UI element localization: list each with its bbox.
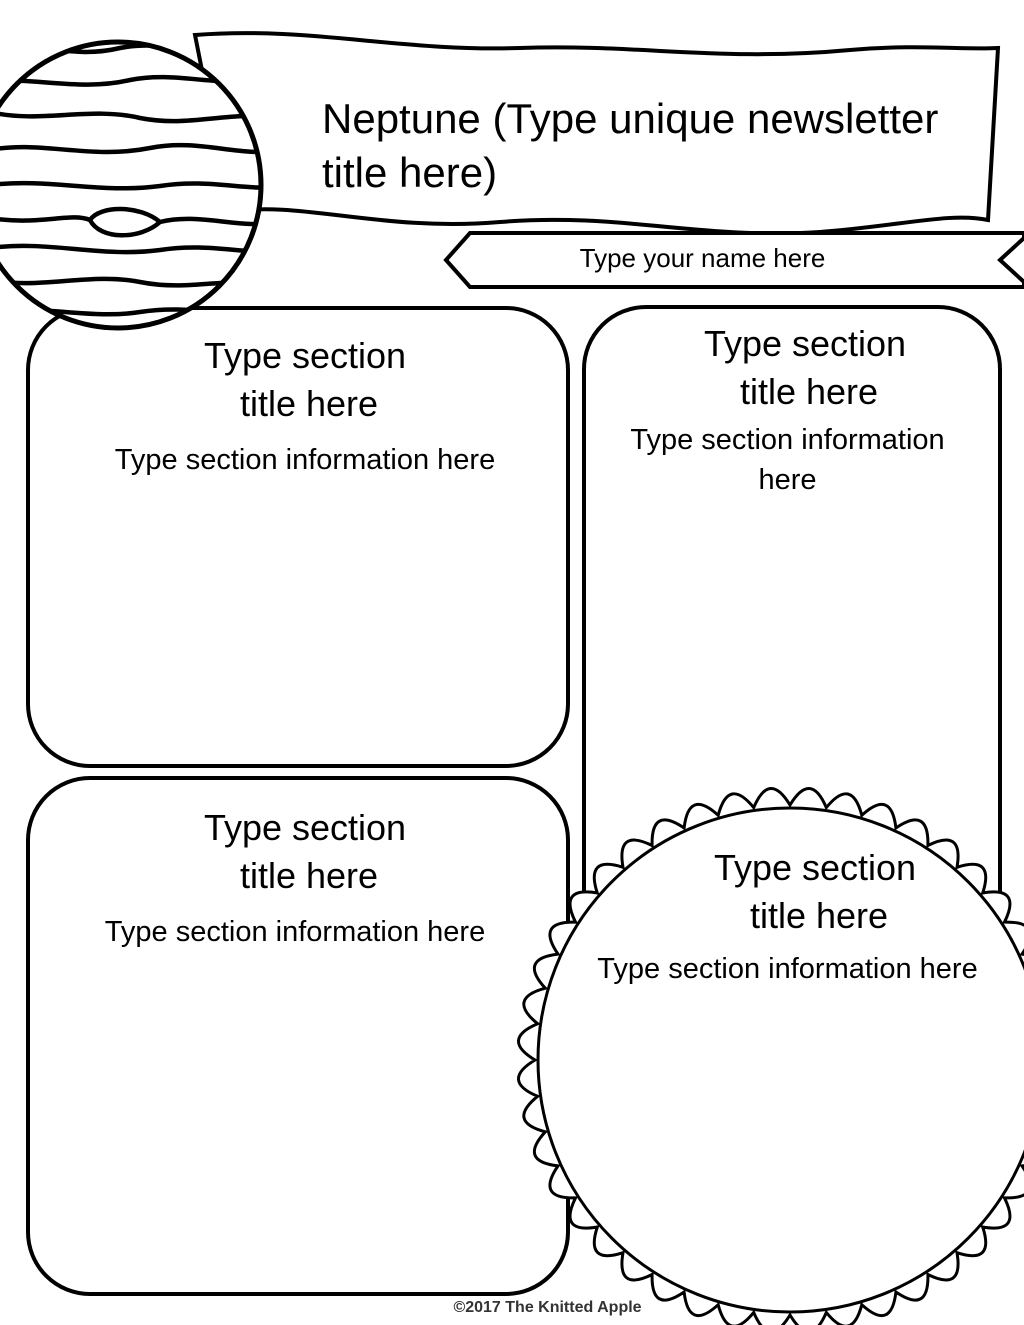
section-2-info-line2: here — [758, 464, 817, 496]
section-4-title-line1: Type section — [713, 847, 917, 888]
section-2-info-line1: Type section information — [630, 424, 945, 456]
section-4-info[interactable]: Type section information here — [597, 953, 978, 985]
sun-disc — [536, 806, 1024, 1314]
section-box-top-left — [26, 306, 570, 768]
section-1-title[interactable]: Type section title here — [100, 332, 510, 428]
section-2-title[interactable]: Type section title here — [600, 320, 1010, 416]
section-2-title-line1: Type section — [703, 323, 907, 364]
section-3-title[interactable]: Type section title here — [100, 804, 510, 900]
section-2-info[interactable]: Type section information here — [590, 420, 985, 500]
author-name-field[interactable]: Type your name here — [579, 243, 826, 273]
section-1-title-line2: title here — [239, 383, 379, 424]
title-banner — [192, 31, 1001, 236]
section-2-title-line2: title here — [739, 371, 879, 412]
section-3-title-line2: title here — [239, 855, 379, 896]
copyright-credit: ©2017 The Knitted Apple — [453, 1299, 642, 1316]
section-1-title-line1: Type section — [203, 335, 407, 376]
section-3-title-line1: Type section — [203, 807, 407, 848]
section-3-info[interactable]: Type section information here — [104, 916, 486, 948]
section-4-title-line2: title here — [749, 895, 889, 936]
section-1-info[interactable]: Type section information here — [114, 444, 496, 476]
newsletter-title[interactable]: Neptune (Type unique newsletter title he… — [322, 95, 939, 196]
sun-icon — [517, 787, 1024, 1325]
name-ribbon — [443, 231, 1024, 289]
section-4-title[interactable]: Type section title here — [610, 844, 1020, 940]
